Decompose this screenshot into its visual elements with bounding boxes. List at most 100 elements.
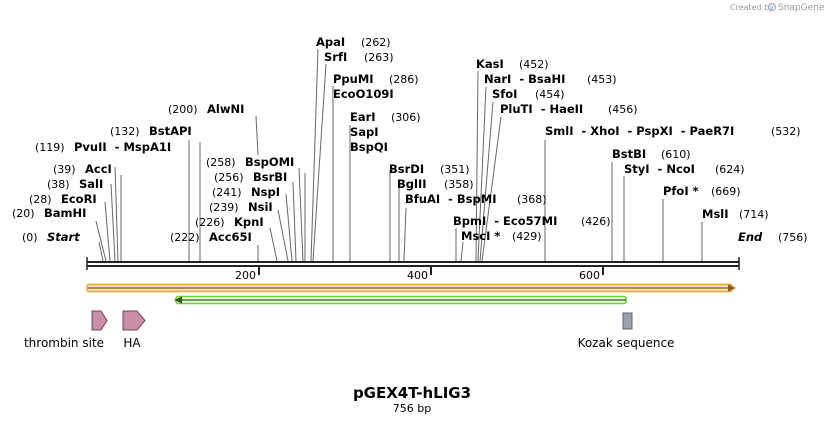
site-position: (610): [661, 148, 691, 161]
site-pluti[interactable]: PluTI - HaeII (456): [500, 102, 638, 116]
site-name: MscI *: [461, 229, 500, 243]
site-name: BsrBI: [253, 170, 287, 184]
site-position: (258): [206, 156, 236, 169]
site-position: (456): [608, 103, 638, 116]
site-sali[interactable]: (38) SalI: [47, 177, 103, 191]
site-msli[interactable]: MslI (714): [702, 207, 769, 221]
site-eari[interactable]: EarI (306): [350, 110, 421, 124]
site-name: NarI - BsaHI: [484, 72, 565, 86]
site-name: BspOMI: [245, 155, 294, 169]
site-smli[interactable]: SmlI - XhoI - PspXI - PaeR7I (532): [545, 124, 801, 138]
site-name: SapI: [350, 125, 379, 139]
site-bfuai[interactable]: BfuAI - BspMI (368): [405, 192, 547, 206]
site-nari[interactable]: NarI - BsaHI (453): [484, 72, 617, 86]
site-position: (262): [361, 36, 391, 49]
site-name: EarI: [350, 110, 376, 124]
site-ecori[interactable]: (28) EcoRI: [29, 192, 97, 206]
site-name: SalI: [79, 177, 103, 191]
site-position: (0): [22, 231, 38, 244]
feature-kozak-sequence[interactable]: Kozak sequence: [578, 312, 675, 350]
sequence-backbone: [86, 257, 740, 270]
site-position: (714): [739, 208, 769, 221]
site-kpni[interactable]: (226) KpnI: [195, 215, 264, 229]
site-position: (39): [53, 163, 76, 176]
site-bsrdi[interactable]: BsrDI (351): [389, 162, 470, 176]
site-bsrbi[interactable]: (256) BsrBI: [214, 170, 287, 184]
site-name: BspQI: [350, 140, 388, 154]
site-position: (239): [209, 201, 239, 214]
site-position: (669): [711, 185, 741, 198]
feature-label: thrombin site: [24, 336, 104, 350]
feature-box-icon: [622, 312, 633, 330]
site-sfoi[interactable]: SfoI (454): [492, 87, 565, 101]
site-srfi[interactable]: SrfI (263): [324, 50, 394, 64]
site-position: (20): [12, 207, 35, 220]
site-pfoi[interactable]: PfoI * (669): [663, 184, 741, 198]
site-kasi[interactable]: KasI (452): [476, 57, 549, 71]
site-pvuii[interactable]: (119) PvuII - MspA1I: [35, 140, 171, 154]
site-acci[interactable]: (39) AccI: [53, 162, 112, 176]
site-name: PvuII - MspA1I: [74, 140, 171, 154]
site-sapi[interactable]: SapI: [350, 125, 379, 139]
site-position: (453): [587, 73, 617, 86]
site-alwni[interactable]: (200) AlwNI: [168, 102, 244, 116]
site-bstbi[interactable]: BstBI (610): [612, 147, 691, 161]
scale-ticks: 200 400 600: [235, 267, 604, 282]
site-name: BstAPI: [149, 124, 192, 138]
plasmid-length: 756 bp: [393, 402, 431, 415]
site-styi[interactable]: StyI - NcoI (624): [624, 162, 745, 176]
site-nsii[interactable]: (239) NsiI: [209, 200, 273, 214]
site-position: (426): [581, 215, 611, 228]
site-name: BamHI: [44, 206, 86, 220]
site-name: Start: [47, 230, 80, 244]
site-bglii[interactable]: BglII (358): [397, 177, 474, 191]
site-name: ApaI: [316, 35, 345, 49]
site-start[interactable]: (0) Start: [22, 230, 80, 244]
site-bspomi[interactable]: (258) BspOMI: [206, 155, 294, 169]
snapgene-logo-icon: [767, 2, 777, 12]
site-end[interactable]: End (756): [738, 230, 808, 244]
site-position: (306): [391, 111, 421, 124]
site-position: (226): [195, 216, 225, 229]
site-acc65i[interactable]: (222) Acc65I: [170, 230, 252, 244]
site-position: (452): [519, 58, 549, 71]
orf-inner[interactable]: [174, 295, 627, 305]
site-name: AlwNI: [207, 102, 244, 116]
site-bamhi[interactable]: (20) BamHI: [12, 206, 86, 220]
site-name: NsiI: [248, 200, 273, 214]
site-name: SfoI: [492, 87, 517, 101]
site-msci[interactable]: MscI * (429): [461, 229, 542, 243]
site-name: End: [738, 230, 763, 244]
site-bspqi[interactable]: BspQI: [350, 140, 388, 154]
site-position: (222): [170, 231, 200, 244]
site-name: Acc65I: [209, 230, 252, 244]
site-name: BsrDI: [389, 162, 424, 176]
site-ecoo109i[interactable]: EcoO109I: [333, 87, 394, 101]
site-position: (756): [778, 231, 808, 244]
site-position: (241): [212, 186, 242, 199]
site-position: (429): [512, 230, 542, 243]
feature-ha[interactable]: HA: [122, 310, 146, 350]
site-position: (532): [771, 125, 801, 138]
site-apai[interactable]: ApaI (262): [316, 35, 391, 49]
site-name: SrfI: [324, 50, 347, 64]
site-nspi[interactable]: (241) NspI: [212, 185, 280, 199]
site-bstapi[interactable]: (132) BstAPI: [110, 124, 192, 138]
orf-full-length[interactable]: [86, 283, 736, 293]
scale-tick-label: 400: [407, 269, 428, 282]
site-position: (368): [517, 193, 547, 206]
feature-thrombin-site[interactable]: thrombin site: [24, 310, 108, 350]
site-name: StyI - NcoI: [624, 162, 695, 176]
site-bpmi[interactable]: BpmI - Eco57MI (426): [453, 214, 611, 228]
site-name: PfoI *: [663, 184, 699, 198]
orf-arrowhead-icon: [174, 296, 182, 304]
site-name: BstBI: [612, 147, 646, 161]
site-name: MslI: [702, 207, 729, 221]
snapgene-credit: Created by SnapGene: [730, 2, 825, 13]
orf-arrowhead-icon: [728, 284, 736, 292]
site-ppumi[interactable]: PpuMI (286): [333, 72, 419, 86]
site-name: PpuMI: [333, 72, 374, 86]
feature-arrow-icon: [91, 310, 108, 331]
site-position: (358): [444, 178, 474, 191]
